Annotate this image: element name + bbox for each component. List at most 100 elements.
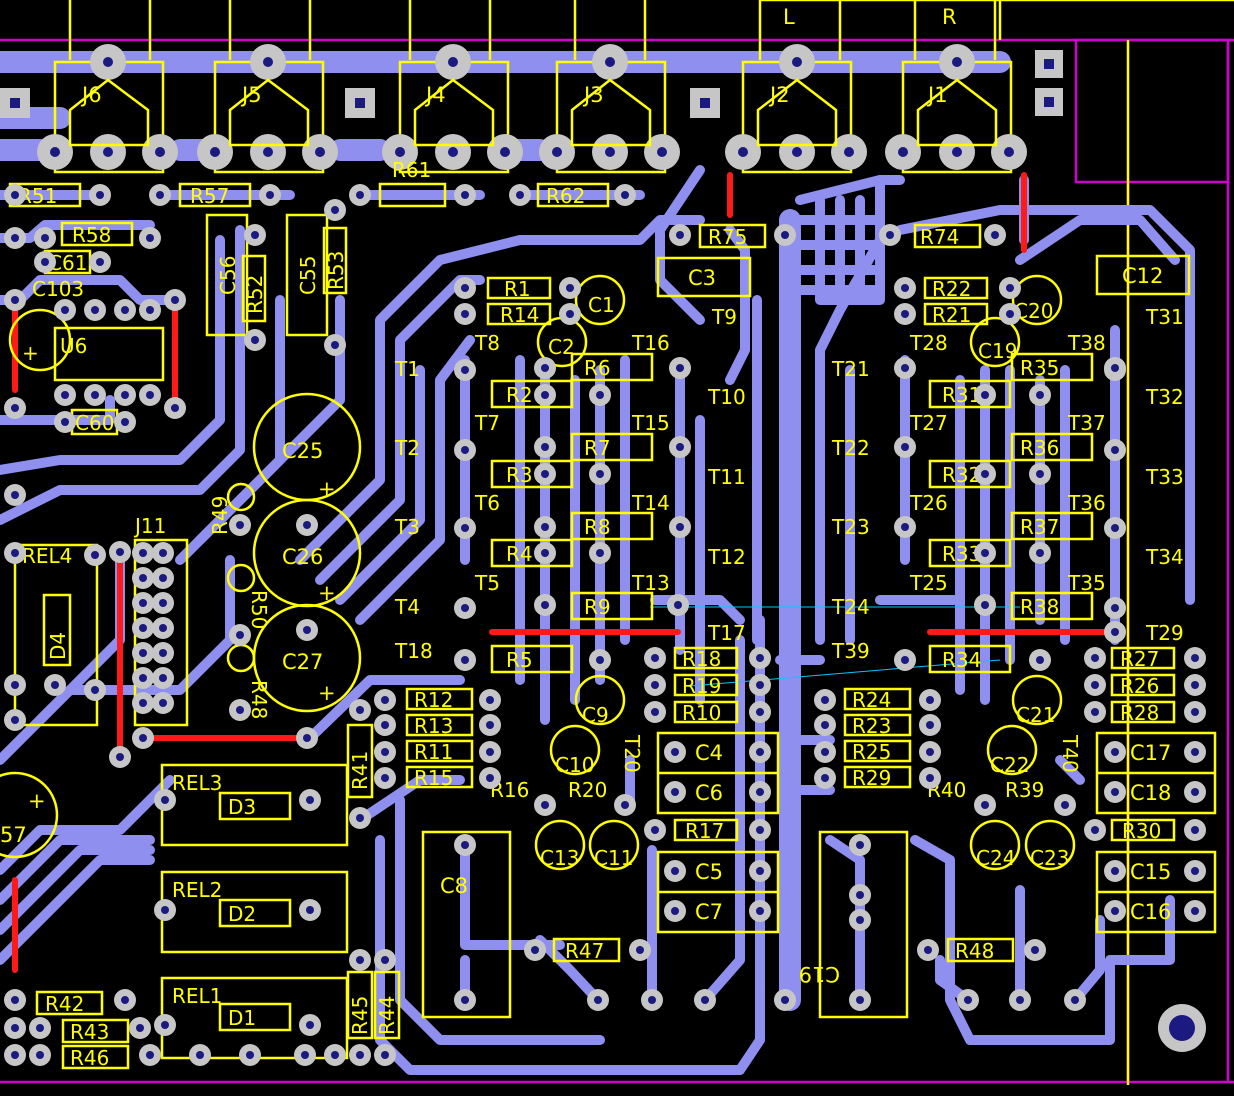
label-T12: T12 — [707, 545, 746, 569]
label-T28: T28 — [909, 331, 948, 355]
pad-hole — [1111, 867, 1119, 875]
label-C15: C15 — [1130, 860, 1171, 884]
pad-hole — [701, 996, 709, 1004]
label-R30: R30 — [1122, 819, 1161, 843]
pad-hole — [1191, 748, 1199, 756]
pad-hole — [61, 391, 69, 399]
pad-hole — [91, 686, 99, 694]
pad-hole — [461, 524, 469, 532]
pad-hole — [236, 631, 244, 639]
pad-hole — [251, 231, 259, 239]
label-T38: T38 — [1067, 331, 1106, 355]
mounting-hole — [1158, 1004, 1206, 1052]
svg-text:+: + — [318, 581, 336, 605]
svg-text:+: + — [22, 341, 39, 365]
pad-hole — [541, 443, 549, 451]
pad-hole — [1061, 801, 1069, 809]
right-channel-section: R74 C12 R22 R21 C20 C19 R35 R36 R37 R38 … — [799, 223, 1217, 1019]
label-T37: T37 — [1067, 411, 1106, 435]
pad-hole — [196, 1051, 204, 1059]
label-C25: C25 — [282, 439, 323, 463]
label-R11: R11 — [414, 740, 453, 764]
pad-hole — [246, 1051, 254, 1059]
pad-hole — [671, 788, 679, 796]
pad-hole — [926, 721, 934, 729]
label-T34: T34 — [1145, 545, 1184, 569]
label-C55: C55 — [296, 256, 320, 295]
label-C24: C24 — [976, 846, 1015, 870]
label-T31: T31 — [1145, 305, 1184, 329]
label-R47: R47 — [565, 939, 604, 963]
pad-hole — [676, 231, 684, 239]
label-REL3: REL3 — [172, 771, 222, 795]
label-C17: C17 — [1130, 741, 1171, 765]
pad-hole — [648, 996, 656, 1004]
pad-hole — [306, 906, 314, 914]
pad-hole — [136, 1024, 144, 1032]
label-C103: C103 — [32, 277, 84, 301]
pad-hole — [356, 191, 364, 199]
pad-hole — [116, 753, 124, 761]
pad-hole — [91, 306, 99, 314]
pad-hole — [139, 574, 147, 582]
pad-hole — [11, 296, 19, 304]
pad-hole — [486, 721, 494, 729]
pad-hole — [51, 681, 59, 689]
pad-hole — [356, 814, 364, 822]
pad-hole — [159, 574, 167, 582]
label-R29: R29 — [852, 766, 891, 790]
pad-hole — [756, 654, 764, 662]
label-R26: R26 — [1120, 674, 1159, 698]
pad-hole — [159, 674, 167, 682]
pad-hole — [121, 418, 129, 426]
pad-hole — [886, 231, 894, 239]
label-C26: C26 — [282, 545, 323, 569]
pad-hole — [11, 681, 19, 689]
jacks: L R J6 J5 J4 J3 J2 J1 — [0, 0, 1063, 174]
pad-hole — [756, 826, 764, 834]
pad-hole — [146, 391, 154, 399]
label-C13: C13 — [540, 846, 579, 870]
pad-hole — [856, 841, 864, 849]
pad-hole — [541, 364, 549, 372]
label-T10: T10 — [707, 385, 746, 409]
pad-hole — [674, 601, 682, 609]
pad-hole — [1036, 549, 1044, 557]
pad-hole — [756, 708, 764, 716]
label-R48: R48 — [247, 680, 271, 719]
pad-hole — [381, 696, 389, 704]
label-REL1: REL1 — [172, 984, 222, 1008]
pad-hole — [306, 796, 314, 804]
label-R45: R45 — [348, 996, 372, 1035]
label-R18: R18 — [682, 647, 721, 671]
label-T39: T39 — [831, 639, 870, 663]
pad-hole — [1111, 907, 1119, 915]
label-R44: R44 — [375, 996, 399, 1035]
pad-hole — [11, 549, 19, 557]
label-R61: R61 — [392, 158, 431, 182]
pad-hole — [356, 956, 364, 964]
pad-hole — [121, 391, 129, 399]
label-R22: R22 — [932, 277, 971, 301]
label-T13: T13 — [631, 571, 670, 595]
pad-hole — [486, 748, 494, 756]
pad-hole — [1091, 681, 1099, 689]
pad-hole — [676, 443, 684, 451]
pad-hole — [139, 649, 147, 657]
pad-hole — [1071, 996, 1079, 1004]
pad-hole — [756, 748, 764, 756]
pad-hole — [926, 774, 934, 782]
pad-hole — [161, 906, 169, 914]
left-channel-section: C3 R75 R1 R14 C1 C2 R2 R3 R4 R5 R6 R7 R8… — [394, 223, 780, 1019]
label-R2: R2 — [506, 383, 533, 407]
pad-hole — [1191, 826, 1199, 834]
label-J1: J1 — [926, 83, 948, 107]
pad-hole — [981, 801, 989, 809]
label-T6: T6 — [474, 491, 500, 515]
pad-hole — [541, 391, 549, 399]
pad-hole — [1111, 446, 1119, 454]
pad-hole — [1111, 364, 1119, 372]
pad-hole — [146, 1051, 154, 1059]
pad-hole — [516, 191, 524, 199]
pad-hole — [636, 946, 644, 954]
